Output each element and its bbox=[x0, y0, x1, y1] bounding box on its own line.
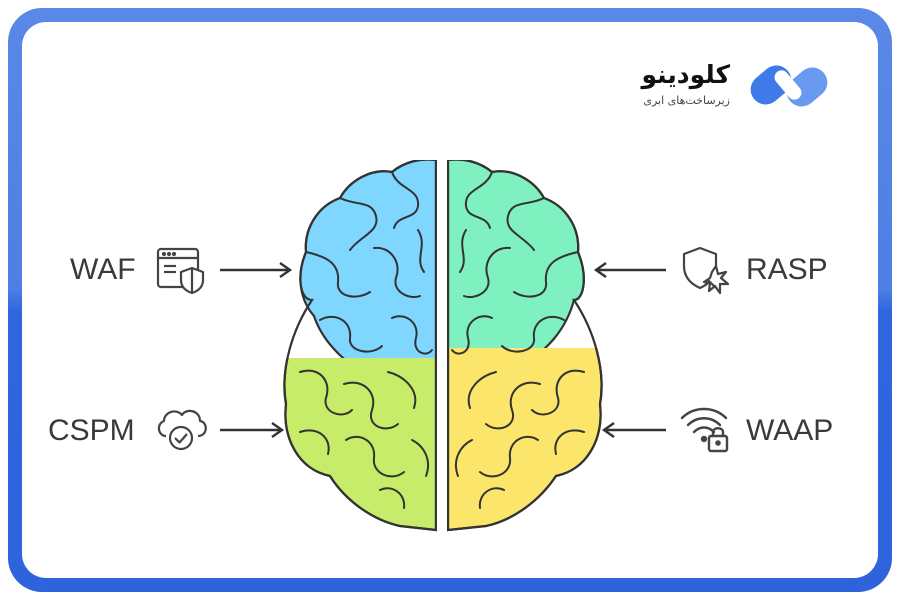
cspm-label: CSPM bbox=[48, 414, 135, 447]
arrow-right-icon bbox=[220, 262, 293, 278]
arrow-right-icon bbox=[220, 422, 285, 438]
brain-gap bbox=[437, 160, 447, 532]
rasp-label: RASP bbox=[746, 253, 828, 286]
brand-logo-icon bbox=[750, 65, 828, 107]
brain-illustration bbox=[283, 160, 603, 532]
left-hemisphere bbox=[283, 160, 438, 532]
shield-burst-icon bbox=[682, 246, 730, 295]
cloud-check-icon bbox=[157, 409, 207, 451]
wifi-lock-icon bbox=[680, 407, 729, 453]
waap-label: WAAP bbox=[746, 414, 834, 447]
waf-label: WAF bbox=[70, 253, 136, 286]
browser-shield-icon bbox=[156, 247, 205, 295]
arrow-left-icon bbox=[593, 262, 666, 278]
right-hemisphere bbox=[446, 160, 603, 532]
brand-tagline: زیرساخت‌های ابری bbox=[643, 94, 730, 107]
brand-name: کلودینو bbox=[641, 60, 730, 89]
arrow-left-icon bbox=[601, 422, 666, 438]
